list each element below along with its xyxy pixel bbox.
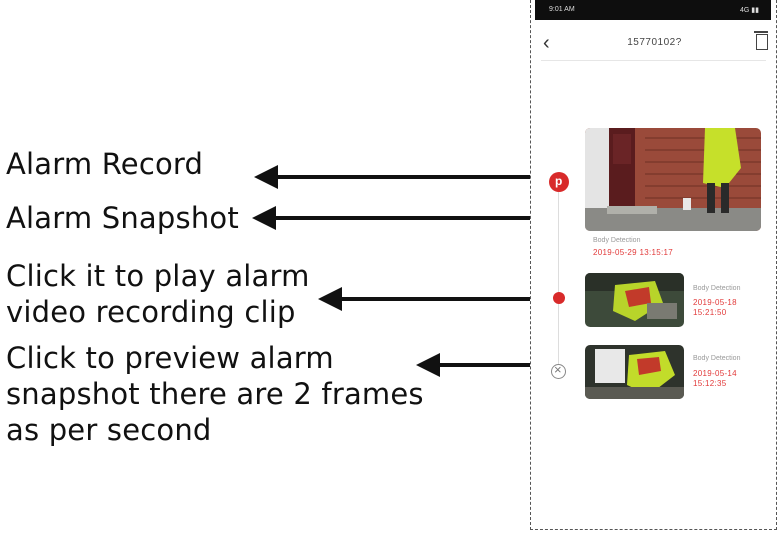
event-label: Body Detection <box>693 285 741 292</box>
play-record-icon[interactable] <box>549 172 569 192</box>
event-label: Body Detection <box>693 355 741 362</box>
event-label: Body Detection <box>593 237 641 244</box>
event-date-line-2: 15:21:50 <box>693 308 727 317</box>
trash-icon[interactable] <box>754 31 768 50</box>
callout-play-line-1: Click it to play alarm <box>6 259 310 293</box>
event-date-line-2: 15:12:35 <box>693 379 727 388</box>
close-circle-icon[interactable] <box>551 362 566 379</box>
callout-preview-line-2: snapshot there are 2 frames <box>6 377 424 411</box>
event-date-line-1: 2019-05-18 <box>693 298 737 307</box>
arrow-preview-snapshot <box>416 353 548 377</box>
status-signal: 4G ▮▮ <box>740 7 759 14</box>
back-chevron-icon[interactable]: ‹ <box>543 32 550 54</box>
arrow-alarm-snapshot <box>252 206 582 230</box>
page-title: 15770102? <box>627 37 682 48</box>
status-bar: 9:01 AM 4G ▮▮ <box>535 0 771 20</box>
callout-play-line-2: video recording clip <box>6 295 296 329</box>
header-divider <box>541 60 766 61</box>
alarm-snapshot-preview-thumbnail[interactable] <box>585 345 684 399</box>
timeline-line <box>558 175 559 370</box>
phone-screen: 9:01 AM 4G ▮▮ ‹ 15770102? <box>530 0 777 530</box>
app-header: ‹ 15770102? <box>531 26 778 56</box>
arrow-play-clip <box>318 287 548 311</box>
play-record-icon-small[interactable] <box>553 292 565 304</box>
alarm-video-thumbnail[interactable] <box>585 273 684 327</box>
event-date: 2019-05-29 13:15:17 <box>593 248 673 257</box>
status-time: 9:01 AM <box>549 6 575 13</box>
alarm-snapshot-thumbnail[interactable] <box>585 128 761 231</box>
callout-preview-line-1: Click to preview alarm <box>6 341 334 375</box>
callout-preview-line-3: as per second <box>6 413 212 447</box>
callout-alarm-record: Alarm Record <box>6 147 204 181</box>
arrow-alarm-record <box>254 165 542 189</box>
callout-alarm-snapshot: Alarm Snapshot <box>6 201 239 235</box>
event-date-line-1: 2019-05-14 <box>693 369 737 378</box>
